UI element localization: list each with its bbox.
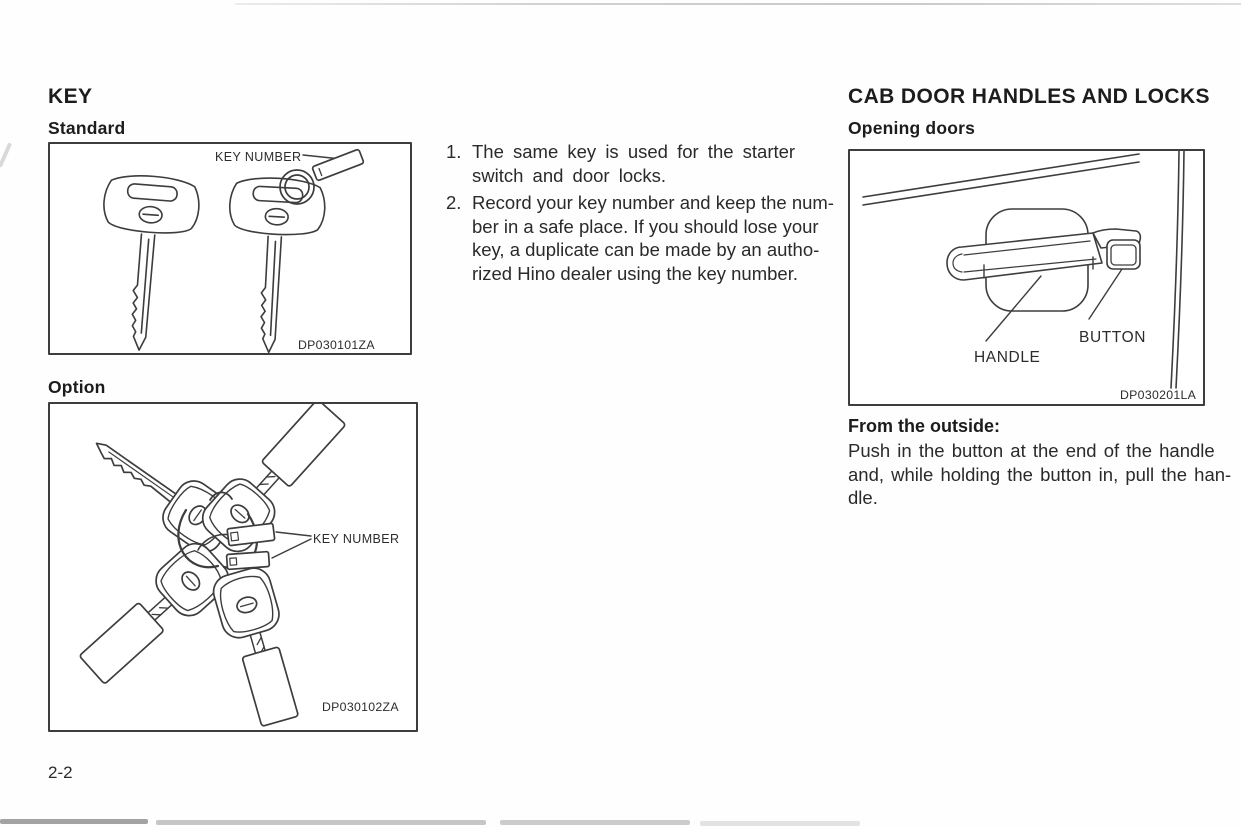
option-key-upper-left-blade (95, 442, 181, 506)
list-item: 1. The same key is used for the starter … (446, 140, 856, 187)
door-handle-illustration: HANDLE BUTTON DP030201LA (862, 151, 1197, 402)
button-label: BUTTON (1079, 329, 1146, 346)
key-number-label: KEY NUMBER (313, 532, 399, 546)
key-tag-drawing (225, 550, 271, 571)
door-handle-drawing (946, 228, 1142, 281)
button-leader-line (1088, 265, 1125, 320)
standard-keys-figure: KEY NUMBER DP030101ZA (48, 142, 412, 355)
item-text: Record your key number and keep the num-… (472, 192, 834, 284)
door-trim-lines (862, 153, 1140, 206)
key-drawing-left (91, 171, 202, 353)
top-scan-line (235, 3, 1241, 5)
option-key-upper-right (250, 404, 346, 501)
from-outside-heading: From the outside: (848, 416, 1000, 436)
option-keys-illustration: KEY NUMBER DP030102ZA (79, 404, 399, 727)
figure-code: DP030201LA (1120, 388, 1197, 402)
key-section-heading: KEY (48, 85, 93, 108)
standard-subheading: Standard (48, 118, 126, 138)
key-number-label: KEY NUMBER (215, 150, 301, 164)
figure-code: DP030102ZA (322, 700, 399, 714)
handle-button-drawing (1106, 239, 1141, 270)
cab-door-heading: CAB DOOR HANDLES AND LOCKS (848, 85, 1210, 108)
item-marker: 1. (446, 141, 462, 162)
standard-keys-illustration: KEY NUMBER DP030101ZA (91, 148, 375, 353)
key-drawing-right (221, 175, 328, 353)
item-text: The same key is used for the starter swi… (472, 141, 796, 186)
key-number-leader-line (271, 538, 312, 559)
option-key-lower-left (79, 591, 178, 684)
list-item: 2. Record your key number and keep the n… (446, 191, 856, 285)
figure-code: DP030101ZA (298, 338, 375, 352)
key-number-leader-line (275, 531, 312, 537)
bottom-scan-bar (500, 820, 690, 825)
key-tag-drawing (311, 148, 365, 182)
left-scan-smudge (0, 142, 13, 168)
door-handle-figure: HANDLE BUTTON DP030201LA (848, 149, 1205, 406)
handle-leader-line (985, 275, 1042, 342)
option-key-lower-right (241, 624, 299, 727)
page-number: 2-2 (48, 763, 73, 782)
from-outside-text: Push in the button at the end of the han… (848, 440, 1232, 508)
handle-label: HANDLE (974, 349, 1040, 366)
option-keys-figure: KEY NUMBER DP030102ZA (48, 402, 418, 732)
opening-doors-subheading: Opening doors (848, 118, 976, 138)
bottom-scan-bar (700, 821, 860, 826)
bottom-scan-bar (0, 819, 148, 824)
key-tag-drawing (226, 522, 276, 547)
bottom-scan-bar (156, 820, 486, 825)
key-ring-drawing (279, 169, 315, 205)
door-edge-lines (1170, 151, 1185, 389)
option-subheading: Option (48, 377, 106, 397)
item-marker: 2. (446, 192, 462, 213)
